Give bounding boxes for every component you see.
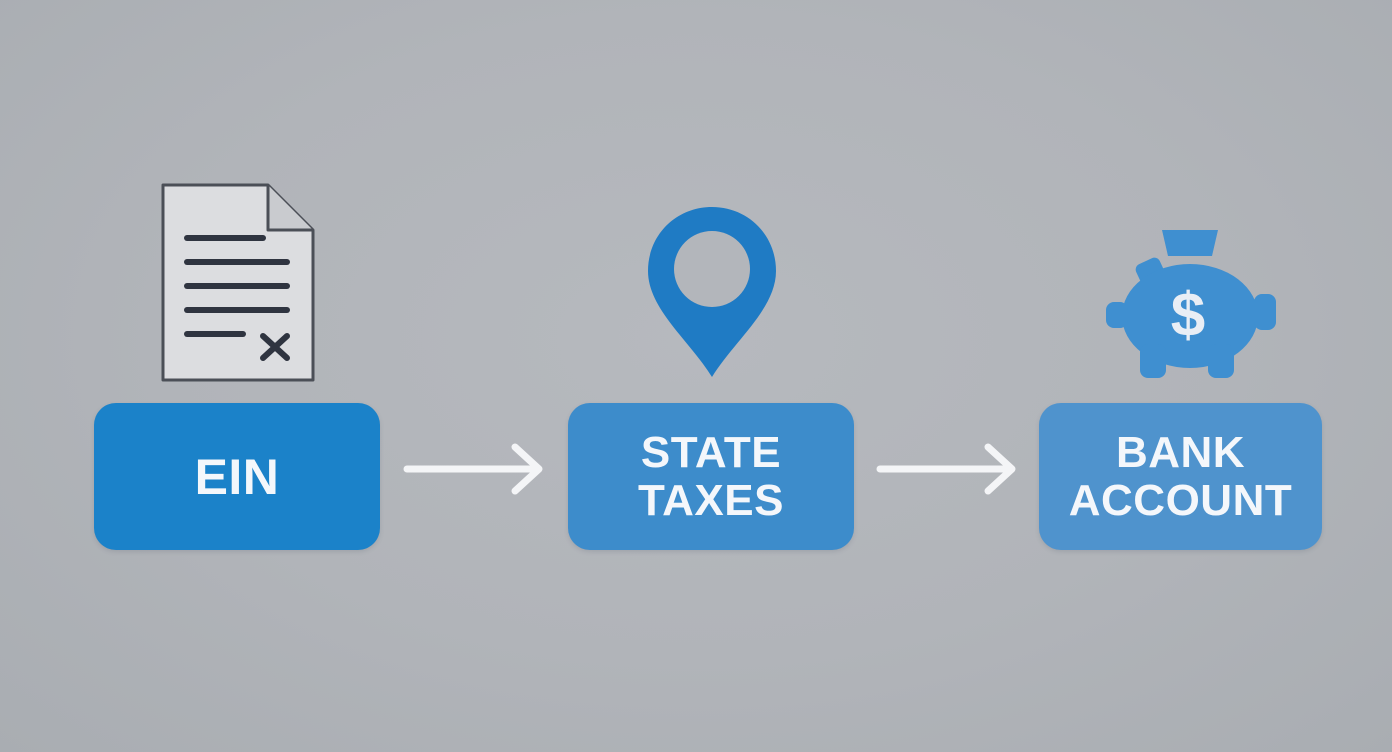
step-bank-account: BANK ACCOUNT [1039, 403, 1322, 550]
piggy-bank-icon: $ [1106, 230, 1276, 378]
step-ein: EIN [94, 403, 380, 550]
document-icon [161, 183, 315, 382]
location-pin-icon [648, 207, 776, 377]
step-label: EIN [194, 448, 280, 505]
step-label: BANK ACCOUNT [1068, 427, 1293, 525]
svg-text:$: $ [1171, 281, 1205, 350]
step-state-taxes: STATE TAXES [568, 403, 854, 550]
step-label: STATE TAXES [638, 427, 784, 525]
arrow-right-icon [876, 443, 1016, 495]
arrow-right-icon [403, 443, 543, 495]
